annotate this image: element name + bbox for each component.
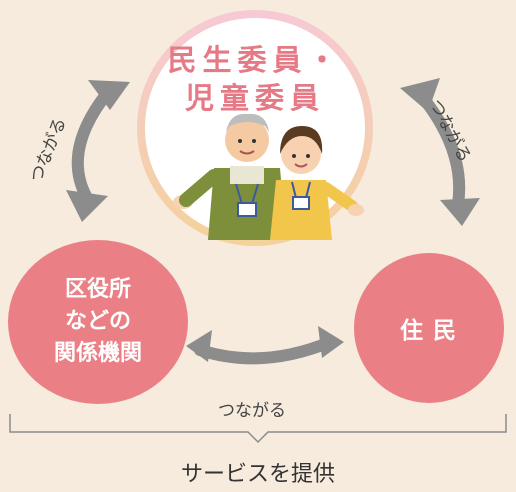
right-arrow-head-bottom — [440, 198, 480, 226]
residents-circle: 住民 — [354, 253, 504, 403]
elderly-man-figure — [173, 113, 286, 240]
right-arrow-head-top — [400, 78, 440, 112]
bottom-arrow-head-right — [318, 326, 344, 358]
related-agencies-line2: などの — [64, 309, 131, 334]
service-bracket — [9, 414, 507, 444]
related-agencies-line1: 区役所 — [64, 277, 131, 302]
link-label-bottom: つながる — [218, 401, 286, 421]
related-agencies-circle: 区役所 などの 関係機関 — [8, 240, 188, 404]
bottom-arrow-head-left — [186, 330, 212, 362]
related-agencies-line3: 関係機関 — [53, 341, 142, 366]
bottom-arrow-path — [194, 336, 336, 365]
woman-figure — [270, 126, 364, 240]
left-arrow-head-bottom — [66, 190, 108, 222]
residents-label: 住民 — [400, 318, 466, 344]
left-arrow-path — [71, 86, 114, 202]
left-arrow-head-top — [88, 80, 130, 110]
service-caption: サービスを提供 — [180, 462, 335, 487]
center-title-line1: 民生委員・ — [167, 43, 343, 77]
center-title-line2: 児童委員 — [184, 81, 325, 115]
